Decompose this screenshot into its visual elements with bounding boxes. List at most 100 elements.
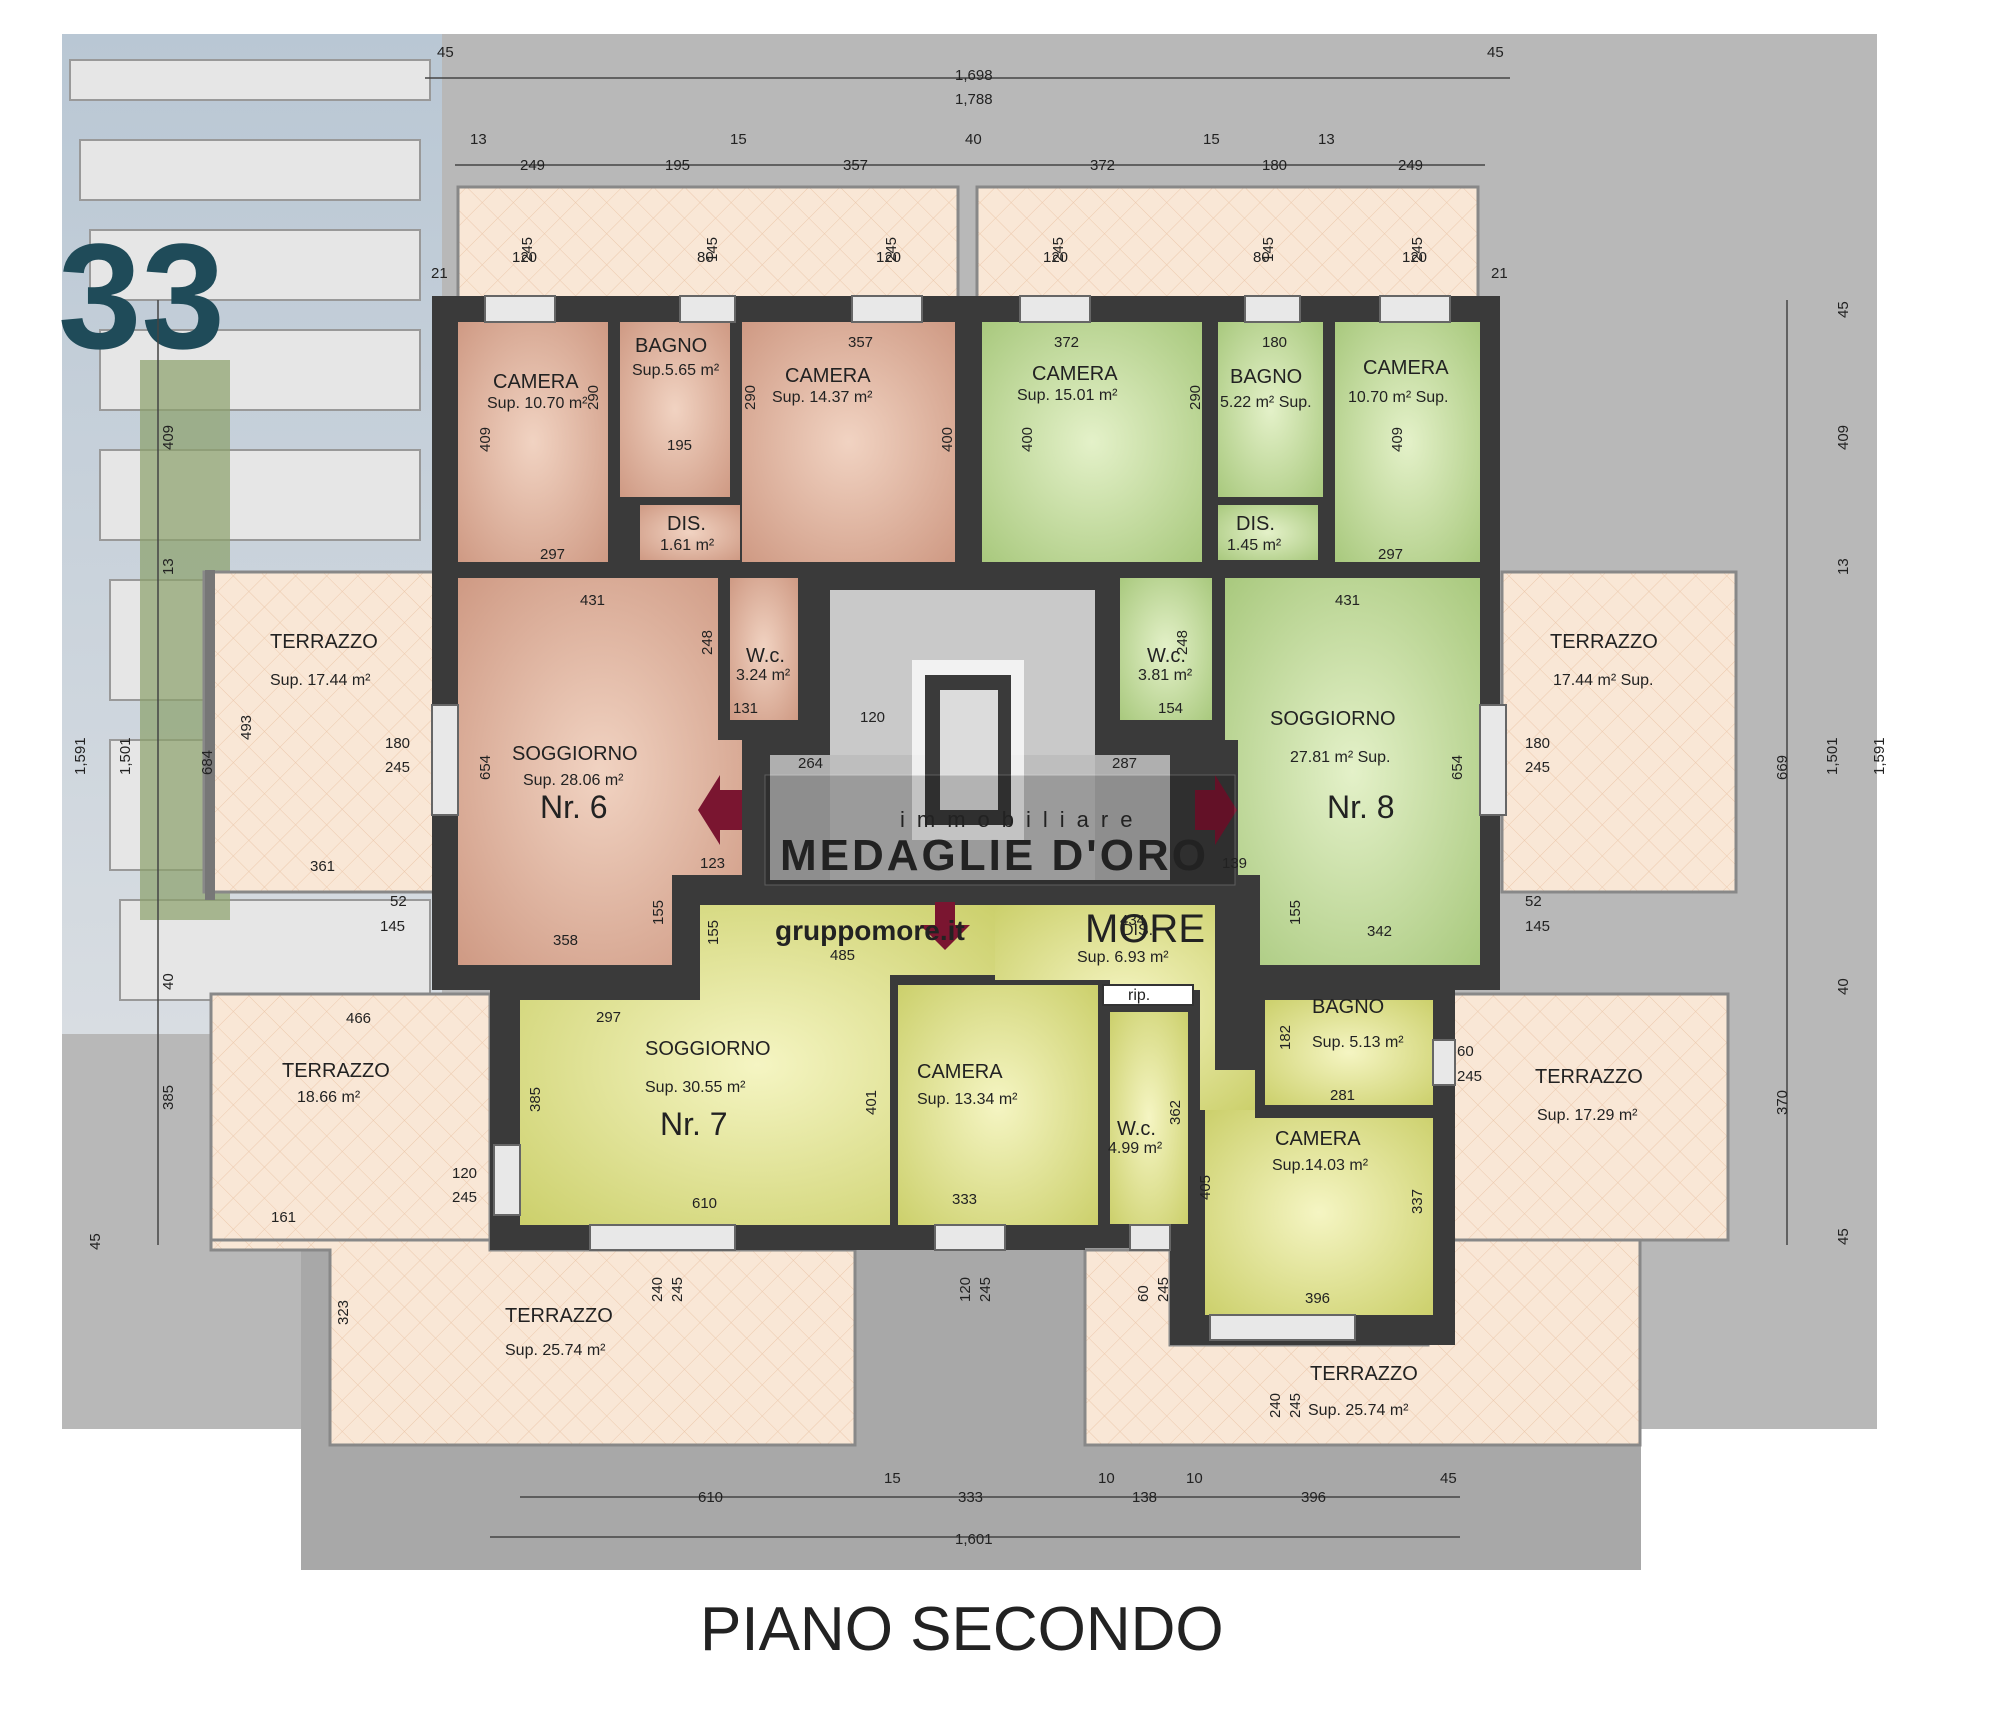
dimension-left-5: 493 (238, 715, 255, 740)
room-rip-7 (1102, 984, 1194, 1006)
dimension-interior-33: 297 (596, 1009, 621, 1026)
dimension-left-18: 323 (335, 1300, 352, 1325)
dimension-right-9: 145 (1525, 918, 1550, 935)
dimension-windows_top-11: 245 (1409, 237, 1426, 262)
dimension-interior-27: 342 (1367, 923, 1392, 940)
dimension-left-17: 245 (452, 1189, 477, 1206)
floor-title: PIANO SECONDO (700, 1595, 1224, 1664)
dimension-interior-31: 485 (830, 947, 855, 964)
dimension-left-1: 13 (160, 558, 177, 575)
dimension-bottom-1: 245 (669, 1277, 686, 1302)
watermark-line1: immobiliare (900, 807, 1144, 832)
dimension-interior-28: 155 (650, 900, 667, 925)
dimension-top-11: 357 (843, 157, 868, 174)
room-camera-7a (898, 985, 1098, 1225)
dimension-top-4: 13 (470, 131, 487, 148)
dimension-interior-1: 372 (1054, 334, 1079, 351)
dimension-right-2: 13 (1835, 558, 1852, 575)
room-wc-8 (1120, 578, 1212, 720)
dimension-right-8: 52 (1525, 893, 1542, 910)
dimension-interior-3: 290 (585, 385, 602, 410)
dimension-right-0: 45 (1835, 301, 1852, 318)
room-bagno-6 (620, 322, 730, 497)
dimension-right-6: 180 (1525, 735, 1550, 752)
dimension-left-6: 180 (385, 735, 410, 752)
dimension-bottom-10: 333 (958, 1489, 983, 1506)
dimension-bottom-7: 245 (1287, 1393, 1304, 1418)
room-camera-7b (1205, 1110, 1433, 1315)
dimension-left-0: 409 (160, 425, 177, 450)
dimension-top-0: 45 (437, 44, 454, 61)
dimension-left-9: 52 (390, 893, 407, 910)
dimension-right-5: 669 (1774, 755, 1791, 780)
dimension-right-10: 40 (1835, 978, 1852, 995)
dimension-windows_top-5: 245 (883, 237, 900, 262)
apartment-nr8 (982, 322, 1480, 965)
entrance-arrow-nr8-icon (1195, 775, 1237, 845)
dimension-interior-32: 155 (705, 920, 722, 945)
room-bagno-7 (1265, 1000, 1433, 1105)
room-soggiorno-8 (1225, 578, 1480, 965)
dimension-top-8: 13 (1318, 131, 1335, 148)
dimension-interior-13: 431 (580, 592, 605, 609)
room-dis-8 (1218, 505, 1318, 560)
room-camera-8b (1335, 322, 1480, 562)
dimension-interior-4: 290 (742, 385, 759, 410)
stair-core (770, 590, 1170, 880)
dimension-interior-37: 333 (952, 1191, 977, 1208)
dimension-windows_top-4: 120 (876, 249, 901, 266)
terrace-left-mid (209, 992, 492, 1242)
dimension-top-9: 249 (520, 157, 545, 174)
dimension-interior-19: 120 (860, 709, 885, 726)
room-dis-6 (640, 505, 740, 560)
dimension-bottom-6: 240 (1267, 1393, 1284, 1418)
watermark: immobiliare MEDAGLIE D'ORO gruppomore.it… (764, 774, 1236, 951)
dimension-left-7: 245 (385, 759, 410, 776)
dimension-left-16: 120 (452, 1165, 477, 1182)
apartment-nr7 (520, 905, 1433, 1315)
dimension-windows_top-9: 145 (1260, 237, 1277, 262)
dimension-right-11: 370 (1774, 1090, 1791, 1115)
dimension-right-14: 245 (1457, 1068, 1482, 1085)
dimension-interior-23: 654 (1449, 755, 1466, 780)
dimension-interior-40: 281 (1330, 1087, 1355, 1104)
entrance-arrow-nr6-icon (698, 775, 742, 845)
dimension-interior-25: 139 (1222, 855, 1247, 872)
dimension-left-8: 361 (310, 858, 335, 875)
dimension-interior-22: 654 (477, 755, 494, 780)
room-soggiorno-6 (458, 578, 742, 965)
entrance-arrow-nr7-icon (920, 902, 970, 950)
room-soggiorno-7 (520, 905, 995, 1225)
dimension-top-12: 372 (1090, 157, 1115, 174)
dimension-interior-6: 409 (477, 427, 494, 452)
dimension-bottom-11: 10 (1098, 1470, 1115, 1487)
dimension-bottom-16: 1,601 (955, 1531, 993, 1548)
dimension-interior-24: 123 (700, 855, 725, 872)
dimension-left-13: 45 (87, 1233, 104, 1250)
dimension-windows_top-8: 80 (1253, 249, 1270, 266)
dimension-interior-17: 131 (733, 700, 758, 717)
dimension-interior-35: 385 (527, 1087, 544, 1112)
dimension-interior-12: 297 (1378, 546, 1403, 563)
dimension-interior-30: 434 (1120, 912, 1145, 929)
dimension-interior-10: 409 (1389, 427, 1406, 452)
dimension-top-15: 21 (431, 265, 448, 282)
dimension-lines (157, 77, 1788, 1538)
dimension-interior-9: 290 (1187, 385, 1204, 410)
dimension-windows_top-2: 80 (697, 249, 714, 266)
dimension-top-6: 40 (965, 131, 982, 148)
dimension-right-4: 1,501 (1824, 737, 1841, 775)
dimension-interior-15: 248 (699, 630, 716, 655)
room-bagno-8 (1218, 322, 1323, 497)
dimension-interior-20: 264 (798, 755, 823, 772)
dimension-left-2: 1,591 (72, 737, 89, 775)
dimension-left-12: 385 (160, 1085, 177, 1110)
dimension-top-1: 1,698 (955, 67, 993, 84)
dimension-left-15: 161 (271, 1209, 296, 1226)
dimension-interior-21: 287 (1112, 755, 1137, 772)
dimension-interior-38: 362 (1167, 1100, 1184, 1125)
dimension-top-13: 180 (1262, 157, 1287, 174)
dimension-interior-11: 297 (540, 546, 565, 563)
dimension-top-2: 1,788 (955, 91, 993, 108)
